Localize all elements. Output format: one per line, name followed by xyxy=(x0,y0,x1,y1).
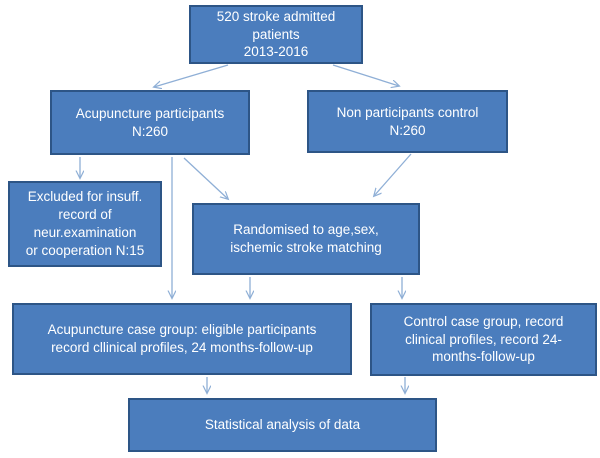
node-excluded: Excluded for insuff. record of neur.exam… xyxy=(8,181,162,267)
node-control-case-group: Control case group, record clinical prof… xyxy=(370,303,597,376)
node-acupuncture-participants: Acupuncture participants N:260 xyxy=(50,90,250,155)
arrow-admitted-to-non-participants xyxy=(332,64,399,86)
node-acupuncture-case-group: Acupuncture case group: eligible partici… xyxy=(12,303,352,375)
node-admitted-patients: 520 stroke admitted patients 2013-2016 xyxy=(189,5,363,64)
arrow-acupuncture-to-randomised xyxy=(183,157,228,199)
arrow-admitted-to-acupuncture xyxy=(154,64,229,87)
arrow-non-participants-to-randomised xyxy=(374,153,412,196)
node-randomised-matching: Randomised to age,sex, ischemic stroke m… xyxy=(192,203,420,275)
node-statistical-analysis: Statistical analysis of data xyxy=(128,398,437,452)
node-non-participants-control: Non participants control N:260 xyxy=(307,90,508,153)
